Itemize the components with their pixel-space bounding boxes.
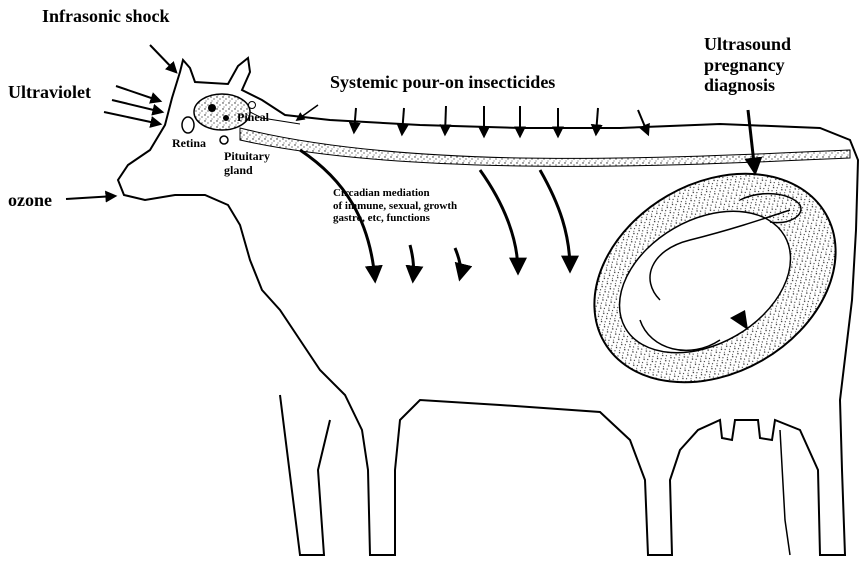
label-infrasonic-shock: Infrasonic shock xyxy=(42,6,170,27)
label-ultrasound: Ultrasound pregnancy diagnosis xyxy=(704,34,791,96)
pituitary-marker xyxy=(220,136,228,144)
label-retina: Retina xyxy=(172,136,206,151)
pineal-gland xyxy=(249,102,256,109)
arrow-uv-2 xyxy=(112,100,162,112)
label-pituitary: Pituitary gland xyxy=(224,150,270,178)
arrow-uv-1 xyxy=(116,86,160,101)
arrow-uv-3 xyxy=(104,112,160,124)
label-circadian: Circadian mediation of immune, sexual, g… xyxy=(333,187,457,225)
arrow-ozone xyxy=(66,196,115,199)
eye-retina xyxy=(182,117,194,133)
label-systemic-insecticides: Systemic pour-on insecticides xyxy=(330,72,555,93)
label-ozone: ozone xyxy=(8,190,52,211)
arrow-infrasonic xyxy=(150,45,176,72)
label-pineal: Pineal xyxy=(237,110,269,125)
label-ultraviolet: Ultraviolet xyxy=(8,82,91,103)
